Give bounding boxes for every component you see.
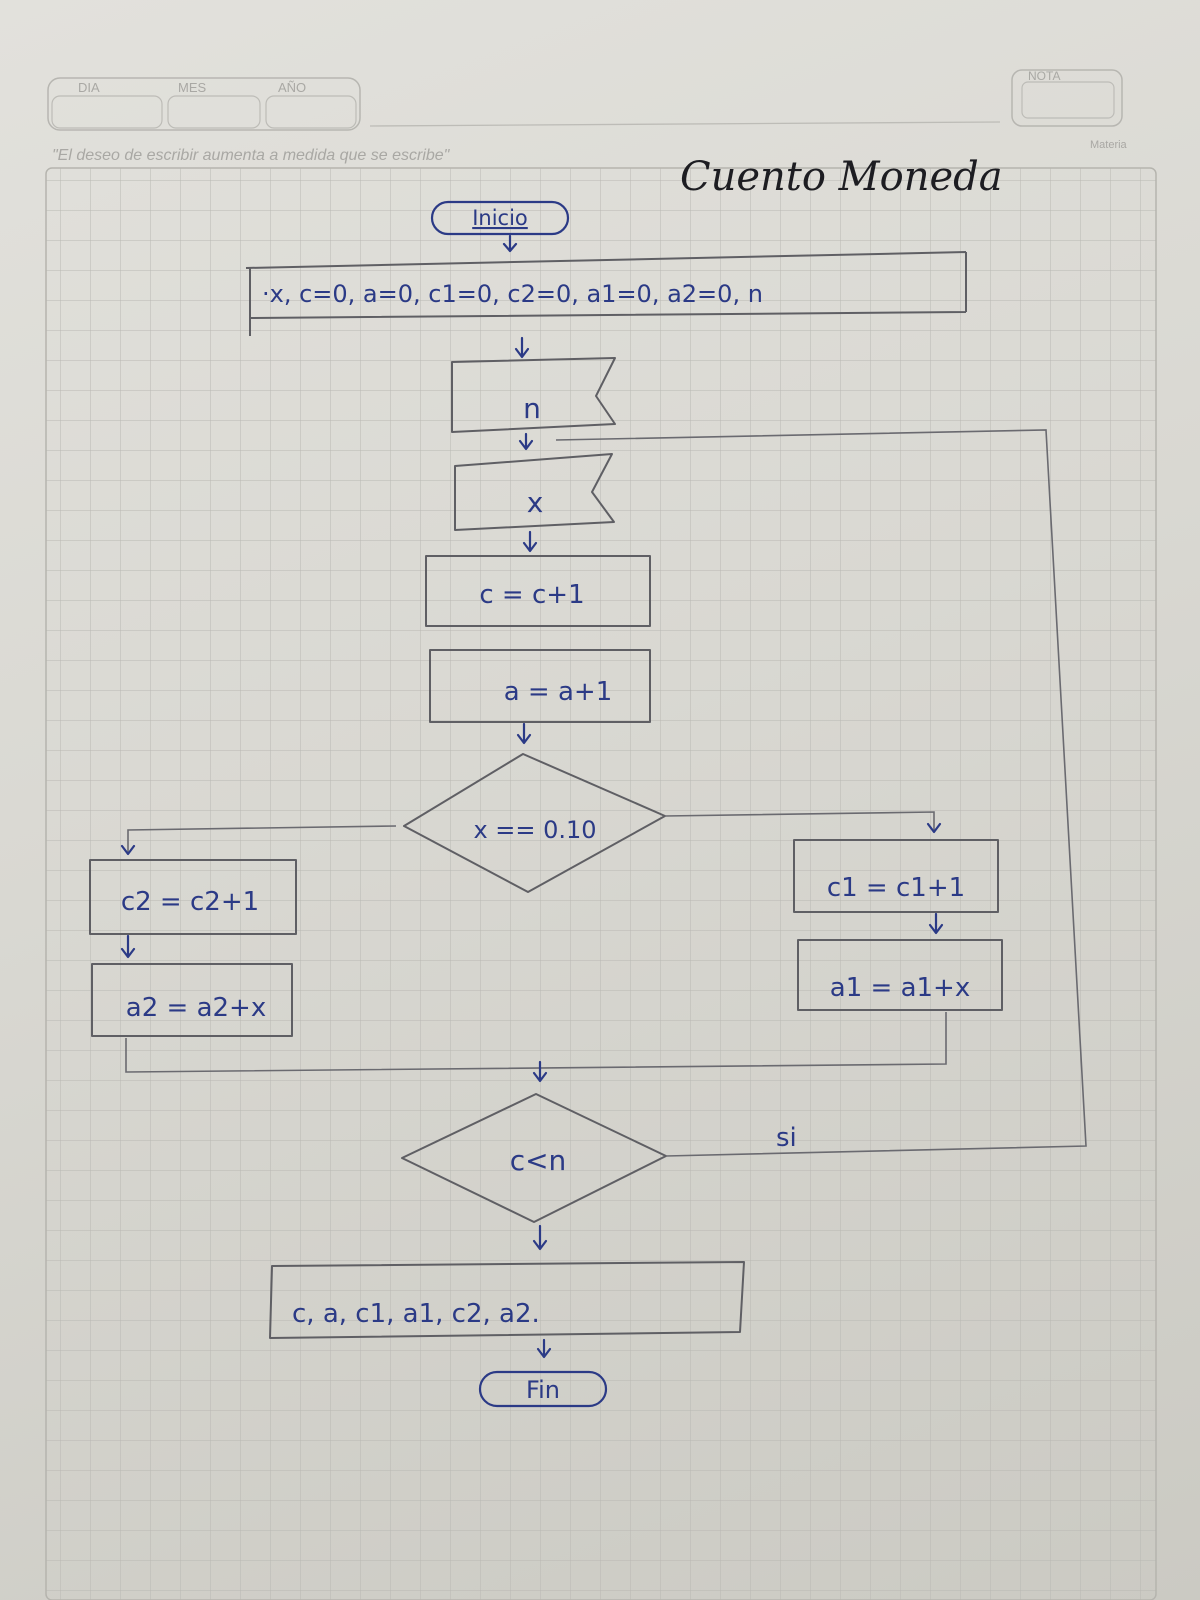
- declare-node: ·x, c=0, a=0, c1=0, c2=0, a1=0, a2=0, n: [245, 251, 967, 336]
- end-node: Fin: [478, 1370, 608, 1408]
- header-name-line: [369, 121, 1001, 127]
- decision-loop-label: c<n: [510, 1144, 567, 1177]
- loop-yes-label: si: [776, 1123, 797, 1153]
- header-grade-box: NOTA: [1011, 69, 1123, 127]
- arrow-icon: [522, 530, 538, 553]
- margin-note: Materia: [1090, 139, 1128, 151]
- grid-area: [46, 168, 1156, 1600]
- c1-inc-label: c1 = c1+1: [827, 873, 965, 903]
- decision-loop: c<n: [401, 1093, 667, 1223]
- a1-acc-node: a1 = a1+x: [797, 939, 1003, 1011]
- loop-back-line: [555, 429, 1087, 1157]
- left-branch-line: [127, 825, 397, 852]
- inc-c-label: c = c+1: [479, 580, 584, 610]
- dia-label: DIA: [78, 80, 100, 95]
- merge-line: [125, 1012, 947, 1073]
- arrow-icon: [926, 822, 942, 834]
- inc-a-node: a = a+1: [429, 649, 651, 723]
- end-label: Fin: [526, 1376, 560, 1404]
- inc-c-node: c = c+1: [425, 555, 651, 627]
- arrow-icon: [502, 234, 518, 253]
- arrow-icon: [516, 722, 532, 745]
- arrow-icon: [518, 432, 534, 451]
- ano-label: AÑO: [278, 80, 306, 95]
- right-branch-line: [664, 811, 935, 830]
- inc-a-label: a = a+1: [504, 677, 613, 707]
- read-n-label: n: [523, 392, 541, 425]
- c2-inc-label: c2 = c2+1: [121, 887, 259, 917]
- output-label: c, a, c1, a1, c2, a2.: [292, 1299, 540, 1329]
- arrow-icon: [536, 1338, 552, 1359]
- read-n-node: n: [451, 357, 616, 433]
- a2-acc-node: a2 = a2+x: [91, 963, 293, 1037]
- read-x-label: x: [527, 486, 544, 519]
- grid-border: [45, 167, 1157, 1600]
- page-title: Cuento Moneda: [680, 154, 1003, 200]
- a2-acc-label: a2 = a2+x: [126, 993, 266, 1023]
- c1-inc-node: c1 = c1+1: [793, 839, 999, 913]
- start-node: Inicio: [430, 200, 570, 236]
- output-node: c, a, c1, a1, c2, a2.: [269, 1261, 745, 1339]
- start-label: Inicio: [472, 206, 528, 230]
- read-x-node: x: [454, 453, 615, 531]
- mes-label: MES: [178, 80, 207, 95]
- arrow-icon: [120, 934, 136, 959]
- header-date-boxes: DIA MES AÑO: [47, 77, 361, 131]
- arrow-icon: [532, 1060, 548, 1083]
- arrow-icon: [120, 844, 136, 856]
- arrow-icon: [532, 1224, 548, 1251]
- nota-label: NOTA: [1028, 69, 1060, 83]
- declare-label: ·x, c=0, a=0, c1=0, c2=0, a1=0, a2=0, n: [262, 280, 763, 308]
- arrow-icon: [514, 336, 530, 359]
- header-motto: "El deseo de escribir aumenta a medida q…: [52, 147, 451, 164]
- a1-acc-label: a1 = a1+x: [830, 973, 970, 1003]
- decision-x-label: x == 0.10: [473, 816, 596, 844]
- c2-inc-node: c2 = c2+1: [89, 859, 297, 935]
- decision-x: x == 0.10: [403, 753, 666, 893]
- arrow-icon: [928, 912, 944, 935]
